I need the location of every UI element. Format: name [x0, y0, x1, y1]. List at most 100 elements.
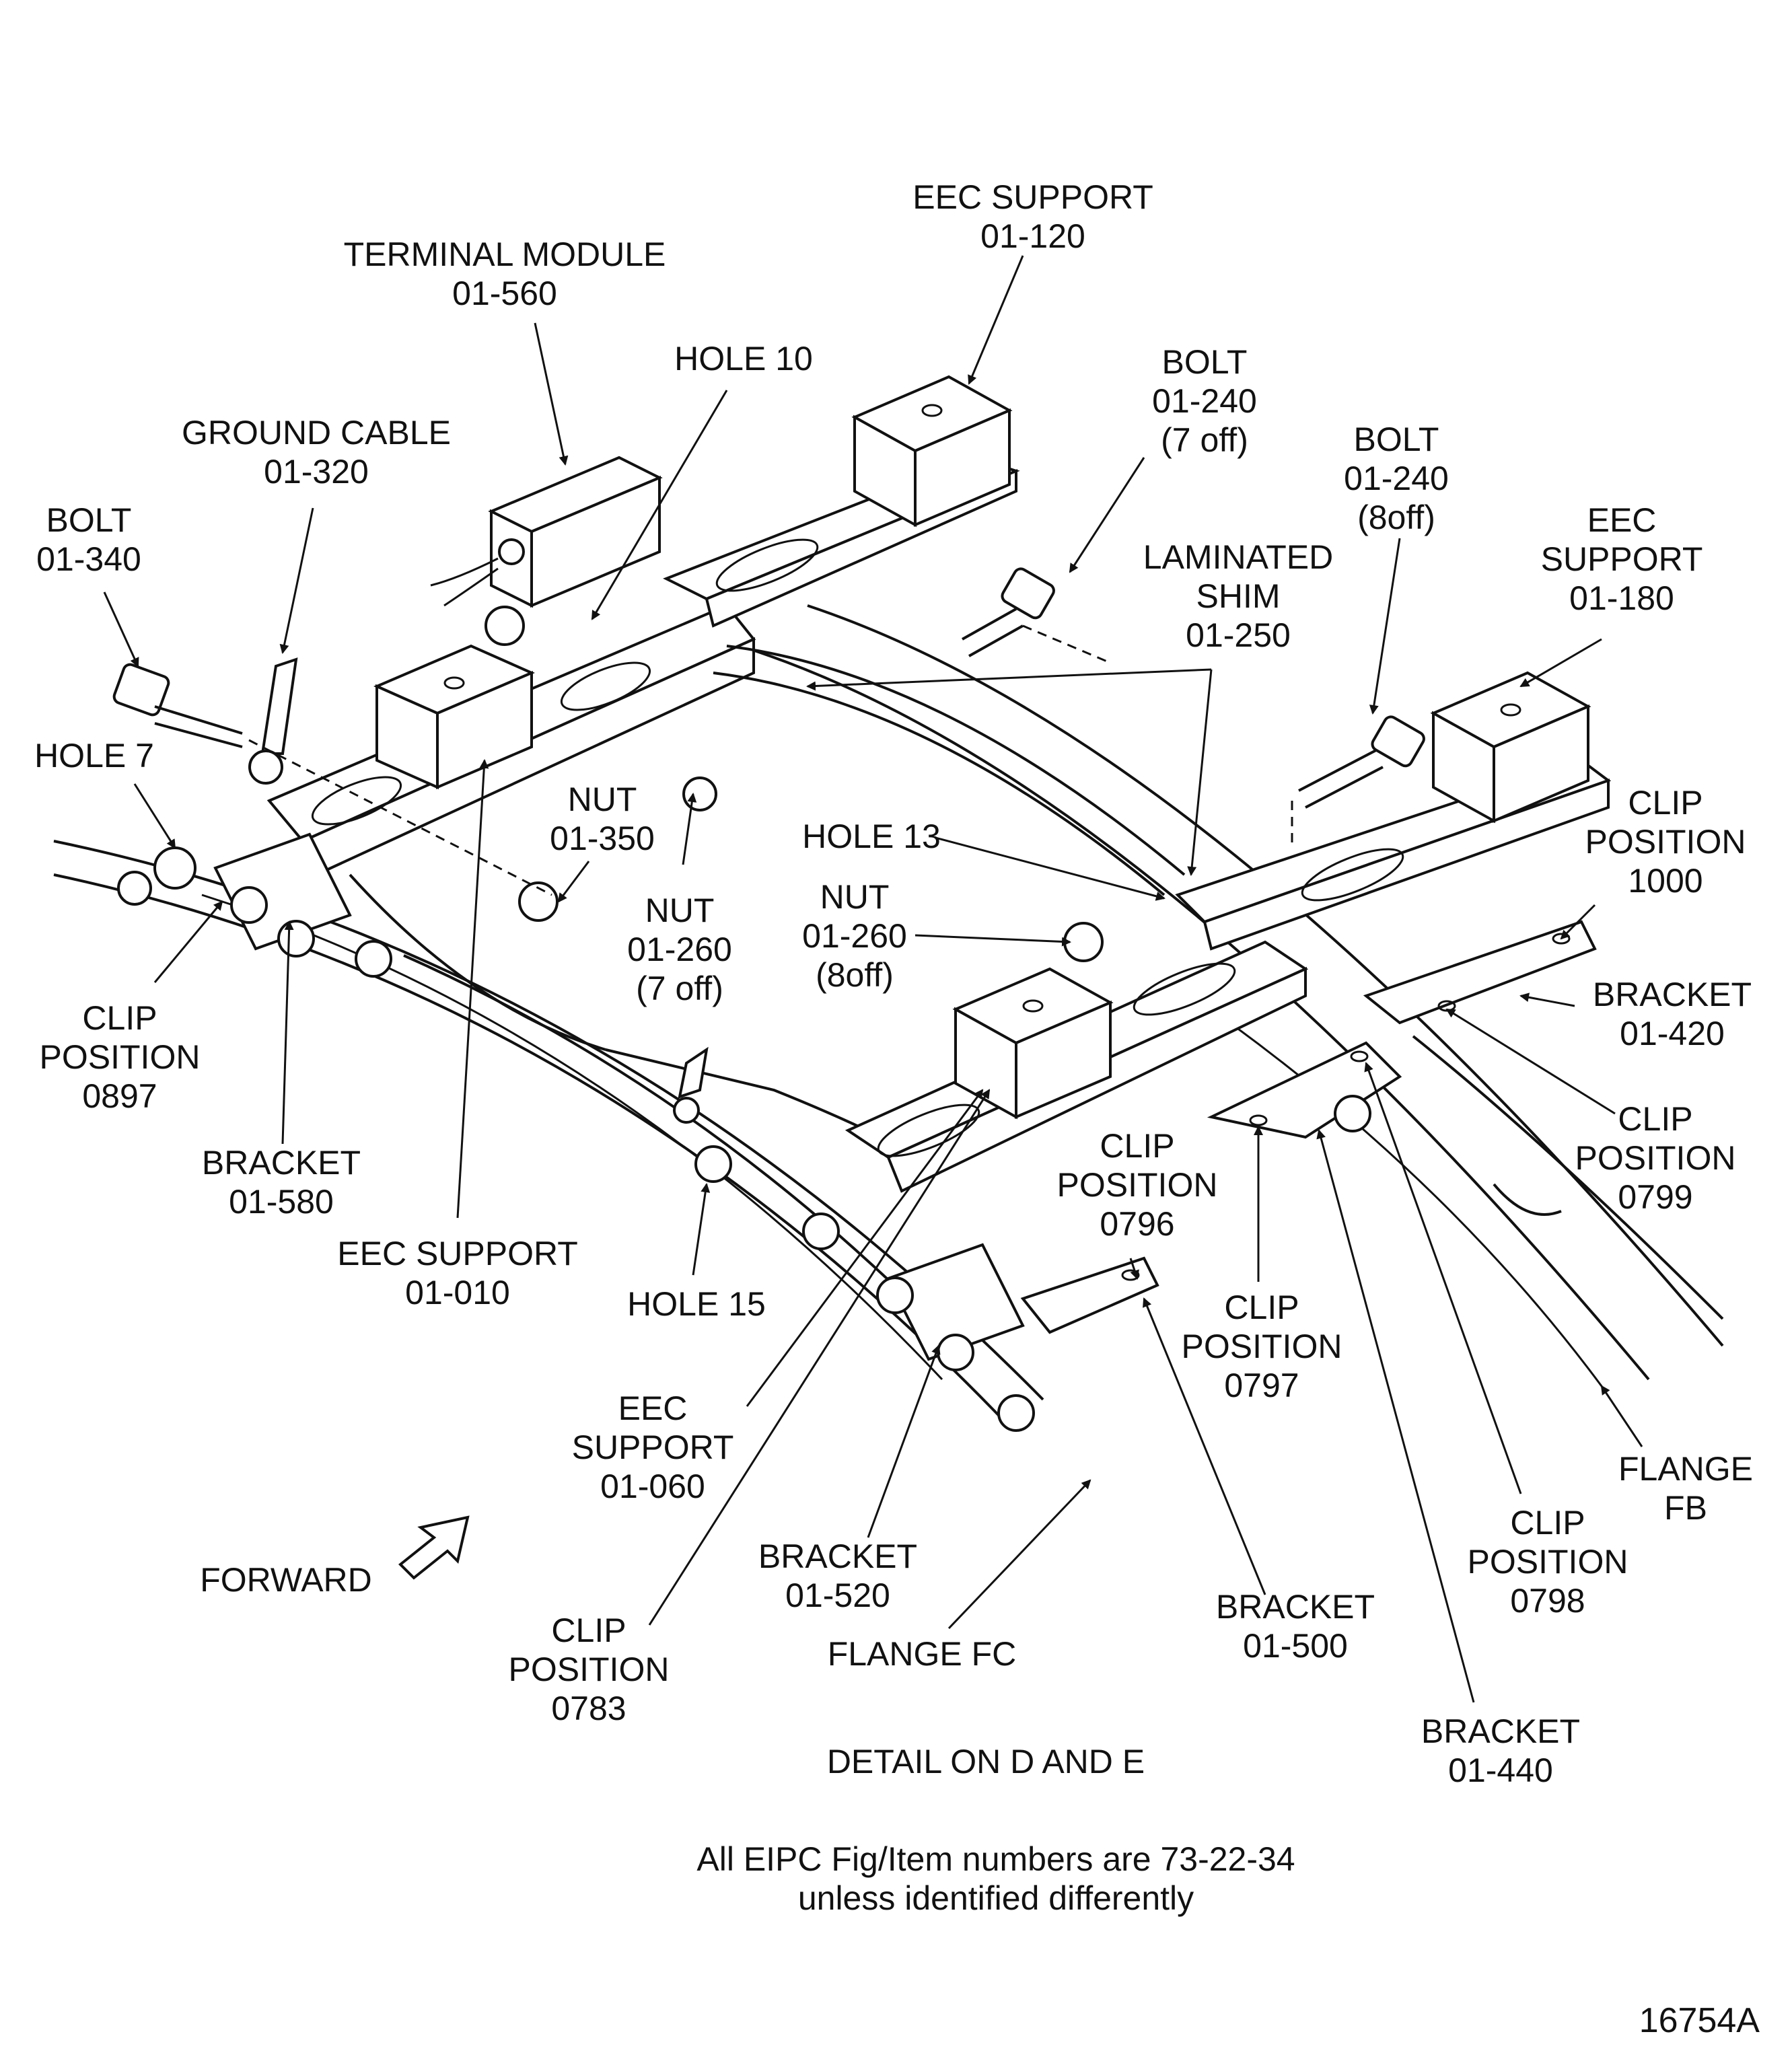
label-hole-15: HOLE 15: [627, 1285, 766, 1323]
footnote-line-2: unless identified differently: [798, 1879, 1194, 1917]
label-line: FB: [1664, 1489, 1707, 1527]
label-line: 01-120: [980, 217, 1085, 255]
label-line: BRACKET: [758, 1538, 917, 1575]
assembly-dashed-lines: [248, 624, 1293, 896]
label-line: 01-560: [452, 275, 557, 312]
label-line: CLIP: [1100, 1127, 1174, 1165]
label-line: 0797: [1224, 1367, 1299, 1404]
right-beam: [1175, 671, 1612, 951]
label-line: 01-180: [1569, 579, 1674, 617]
label-line: 01-420: [1620, 1015, 1725, 1052]
label-line: CLIP: [1224, 1289, 1299, 1326]
label-line: CLIP: [551, 1612, 626, 1649]
label-line: POSITION: [1585, 823, 1746, 861]
label-line: NUT: [820, 878, 890, 916]
label-line: 01-260: [802, 917, 907, 955]
label-line: POSITION: [40, 1038, 201, 1076]
label-line: 0798: [1510, 1582, 1585, 1620]
forward-arrow-icon: [398, 1515, 470, 1580]
label-line: LAMINATED: [1143, 538, 1333, 576]
label-line: BOLT: [1162, 343, 1248, 381]
label-line: FLANGE: [1618, 1450, 1753, 1488]
leader-lines: [103, 255, 1643, 1703]
label-line: POSITION: [1057, 1166, 1218, 1204]
left-beam: [266, 604, 756, 877]
label-line: CLIP: [1510, 1504, 1585, 1542]
label-line: NUT: [645, 892, 715, 929]
label-line: 01-350: [550, 820, 655, 857]
label-line: BRACKET: [1216, 1588, 1375, 1626]
label-line: 01-010: [405, 1274, 510, 1311]
label-line: EEC: [618, 1389, 688, 1427]
label-hole-13: HOLE 13: [802, 818, 941, 855]
label-line: 01-240: [1152, 382, 1257, 420]
label-hole-10: HOLE 10: [674, 340, 813, 377]
label-line: HOLE 7: [34, 737, 154, 774]
label-line: (7 off): [636, 970, 723, 1007]
label-line: FLANGE FC: [828, 1635, 1017, 1673]
figure-number: 16754A: [1639, 2001, 1760, 2040]
label-line: 01-250: [1186, 616, 1291, 654]
label-line: NUT: [568, 781, 637, 818]
terminal-module: [430, 456, 663, 608]
label-line: 01-440: [1448, 1751, 1553, 1789]
label-line: 01-500: [1243, 1627, 1348, 1665]
bolt-parts: [112, 567, 1425, 1099]
label-line: 0897: [82, 1077, 157, 1115]
label-line: SHIM: [1196, 577, 1281, 615]
footnote-line-1: All EIPC Fig/Item numbers are 73-22-34: [696, 1840, 1295, 1878]
detail-title: DETAIL ON D AND E: [827, 1743, 1145, 1780]
label-line: POSITION: [1575, 1139, 1736, 1177]
label-line: BRACKET: [202, 1144, 361, 1182]
label-line: 01-260: [627, 931, 732, 968]
label-line: 01-340: [36, 540, 141, 578]
label-line: EEC: [1587, 501, 1657, 539]
label-line: SUPPORT: [572, 1429, 734, 1466]
label-forward: FORWARD: [200, 1561, 372, 1599]
label-line: BOLT: [1354, 421, 1439, 458]
label-line: 0796: [1100, 1205, 1174, 1243]
label-line: 01-580: [229, 1183, 334, 1221]
label-line: BRACKET: [1421, 1712, 1580, 1750]
label-line: FORWARD: [200, 1561, 372, 1599]
label-line: (7 off): [1161, 421, 1248, 459]
label-line: CLIP: [1628, 784, 1703, 822]
flange-fb-rails: [740, 604, 1724, 1387]
label-line: GROUND CABLE: [182, 414, 451, 451]
label-line: EEC SUPPORT: [912, 178, 1153, 216]
label-line: 01-060: [600, 1468, 705, 1505]
label-line: 0799: [1618, 1178, 1692, 1216]
label-line: SUPPORT: [1541, 540, 1703, 578]
label-line: TERMINAL MODULE: [344, 236, 666, 273]
label-line: (8off): [1357, 499, 1435, 536]
label-line: (8off): [816, 956, 894, 994]
label-line: CLIP: [82, 999, 157, 1037]
label-line: HOLE 13: [802, 818, 941, 855]
label-line: POSITION: [1468, 1543, 1628, 1581]
